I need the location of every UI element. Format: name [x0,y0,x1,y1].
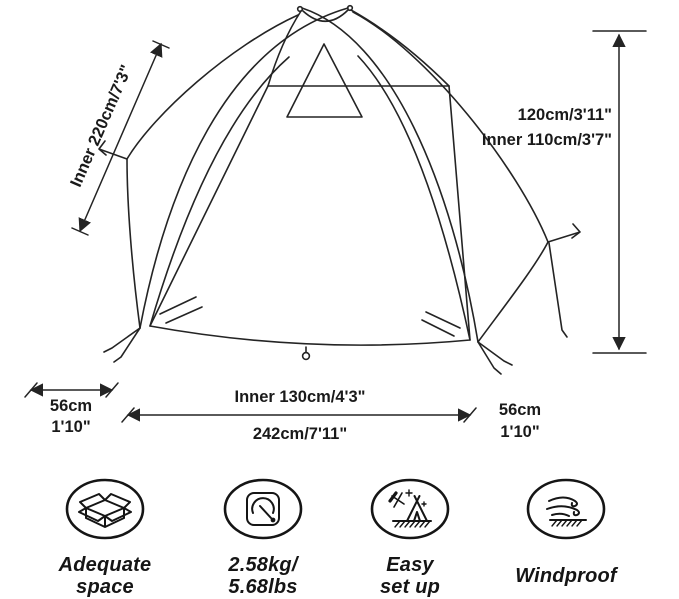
dim-label-left-vestibule-ft: 1'10" [51,418,90,436]
dim-label-inner-height: Inner 110cm/3'7" [482,131,612,149]
scale-dial-icon [246,492,280,526]
tent-top-seam-left [267,10,302,87]
feature-label-line2: space [76,576,134,598]
guyline-front-right [477,341,513,375]
tent-pole-arc-left [139,7,349,329]
feature-label-windproof: Windproof [515,553,617,599]
feature-weight: 2.58kg/ 5.68lbs [188,476,338,599]
tent-top-sag [302,9,349,23]
feature-label-line2: set up [379,576,441,598]
feature-adequate-space: Adequate space [30,476,180,599]
guyline-front-left [103,327,141,363]
feature-badge-svg [223,478,303,540]
feature-badge-svg [65,478,145,540]
dimension-left-height: Inner 220cm/7'3" [67,40,170,236]
pole-tip-left [296,5,304,13]
tent-diagram-svg: Inner 220cm/7'3" 120cm/3'11" Inner 110cm… [24,4,647,443]
feature-badge-svg [370,478,450,540]
dim-label-right-vestibule-cm: 56cm [499,401,541,419]
dimension-right-height: 120cm/3'11" Inner 110cm/3'7" [482,30,647,354]
floor-crease-left [159,296,203,324]
feature-label-line1: Easy [386,553,434,576]
feature-windproof: Windproof [491,476,641,599]
feature-ellipse [370,478,450,540]
dimension-bottom-left-width: 56cm 1'10" [24,382,119,436]
feature-ellipse [526,478,606,540]
tent-seam-left [149,56,290,327]
dim-label-outer-width: 242cm/7'11" [253,425,347,443]
feature-label-line1: Adequate [58,553,152,576]
feature-ellipse [223,478,303,540]
feature-label-line1: 2.58kg/ [228,553,298,576]
feature-easy-setup: Easy set up [335,476,485,599]
feature-label-weight: 2.58kg/ 5.68lbs [228,553,297,599]
tent-floor [149,85,471,346]
dim-label-right-vestibule-ft: 1'10" [500,423,539,441]
open-box-icon [78,493,132,528]
dimension-bottom-right-width: 56cm 1'10" [499,401,541,441]
tent-seam-right [357,55,471,341]
pole-tip-right [346,4,354,12]
dim-label-outer-height: 120cm/3'11" [518,106,612,124]
floor-crease-right [421,311,461,337]
guyline-right [547,223,581,338]
tent-top-seam-right [350,9,450,87]
feature-label-easy-setup: Easy set up [380,553,440,599]
feature-badge-svg [526,478,606,540]
zipper-pull [301,351,311,361]
wind-icon [546,496,587,527]
tent-setup-icon [388,489,432,528]
dimension-bottom-center-width: Inner 130cm/4'3" 242cm/7'11" [121,388,477,443]
tent-door-triangle [286,43,363,118]
tent-illustration [98,4,581,375]
tent-rear-edge-right [352,11,549,343]
feature-label-adequate-space: Adequate space [59,553,152,599]
feature-ellipse [65,478,145,540]
feature-label-line2: 5.68lbs [228,576,298,598]
dim-label-inner-width: Inner 130cm/4'3" [235,388,366,406]
tent-pole-arc-right [301,7,479,343]
feature-label-line1: Windproof [515,564,617,587]
dim-label-left-vestibule-cm: 56cm [50,397,92,415]
